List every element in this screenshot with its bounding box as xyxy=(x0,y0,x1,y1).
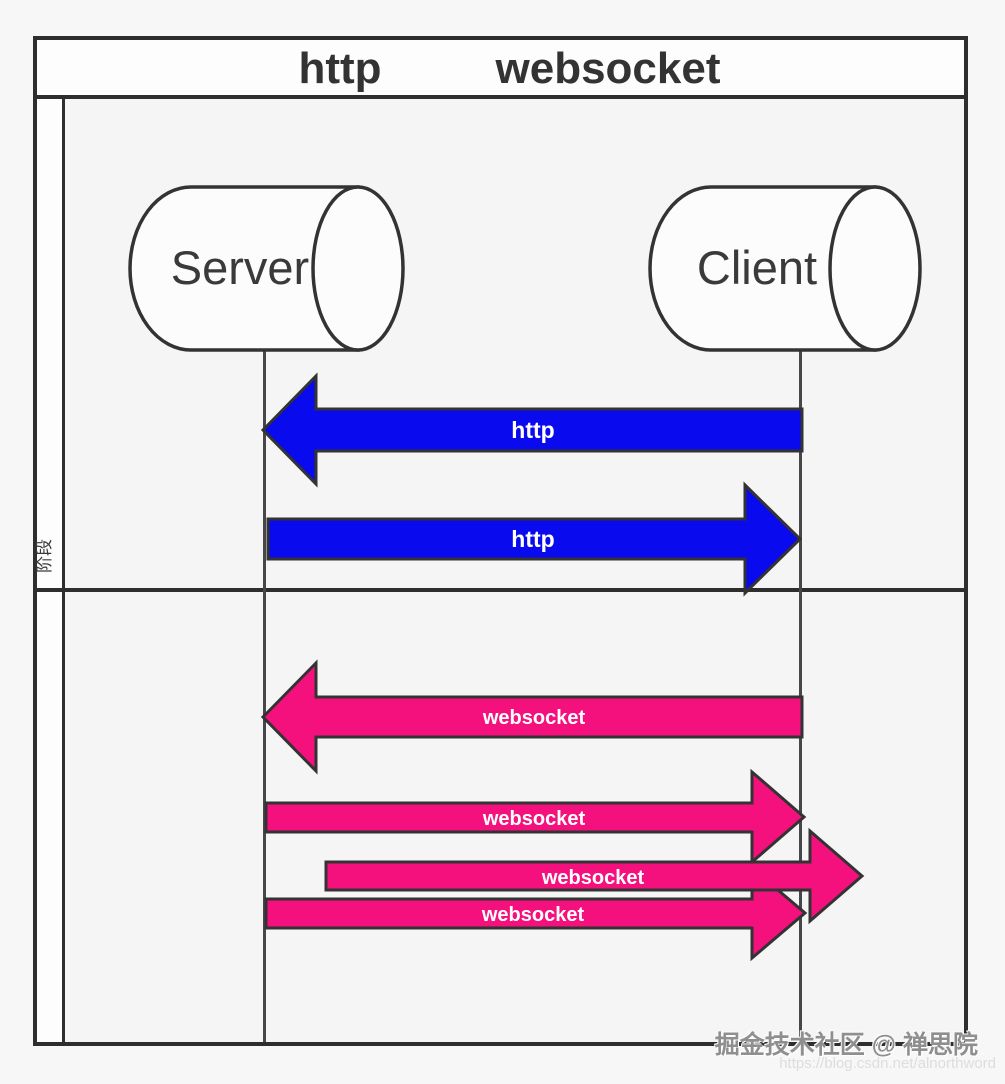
http-phase: http http xyxy=(260,372,804,597)
client-label: Client xyxy=(697,241,817,294)
websocket-phase: websocket websocket websocket websocket xyxy=(260,659,865,962)
phase-sidebar xyxy=(37,97,62,1042)
arrow-label: websocket xyxy=(541,867,645,889)
arrow-websocket-to-client-2 xyxy=(324,827,865,925)
arrow-label: http xyxy=(511,526,554,552)
arrow-websocket-to-client-3 xyxy=(264,864,808,962)
arrow-http-to-server xyxy=(260,372,804,488)
watermark-community-text: 掘金技术社区 @ 禅思院 xyxy=(715,1030,978,1059)
arrow-label: http xyxy=(511,417,554,443)
title-bar xyxy=(37,40,964,95)
phase-label: 阶段 xyxy=(35,539,54,573)
watermark-url-text: https://blog.csdn.net/alnorthword xyxy=(779,1055,996,1072)
arrow-websocket-to-client-1 xyxy=(264,768,807,866)
server-node: Server xyxy=(128,185,405,352)
server-cylinder-body xyxy=(128,185,360,352)
server-cylinder-cap xyxy=(311,185,405,352)
arrow-label: websocket xyxy=(482,707,586,729)
title-websocket-label: websocket xyxy=(495,44,721,93)
arrow-http-to-client xyxy=(266,481,803,597)
diagram-frame xyxy=(33,36,968,1046)
title-http-label: http xyxy=(298,44,381,93)
arrow-label: websocket xyxy=(481,904,585,926)
client-cylinder-cap xyxy=(828,185,922,352)
client-cylinder-body xyxy=(648,185,877,352)
arrow-label: websocket xyxy=(482,808,586,830)
arrow-websocket-to-server xyxy=(260,659,804,775)
client-node: Client xyxy=(648,185,922,352)
server-label: Server xyxy=(171,241,309,294)
